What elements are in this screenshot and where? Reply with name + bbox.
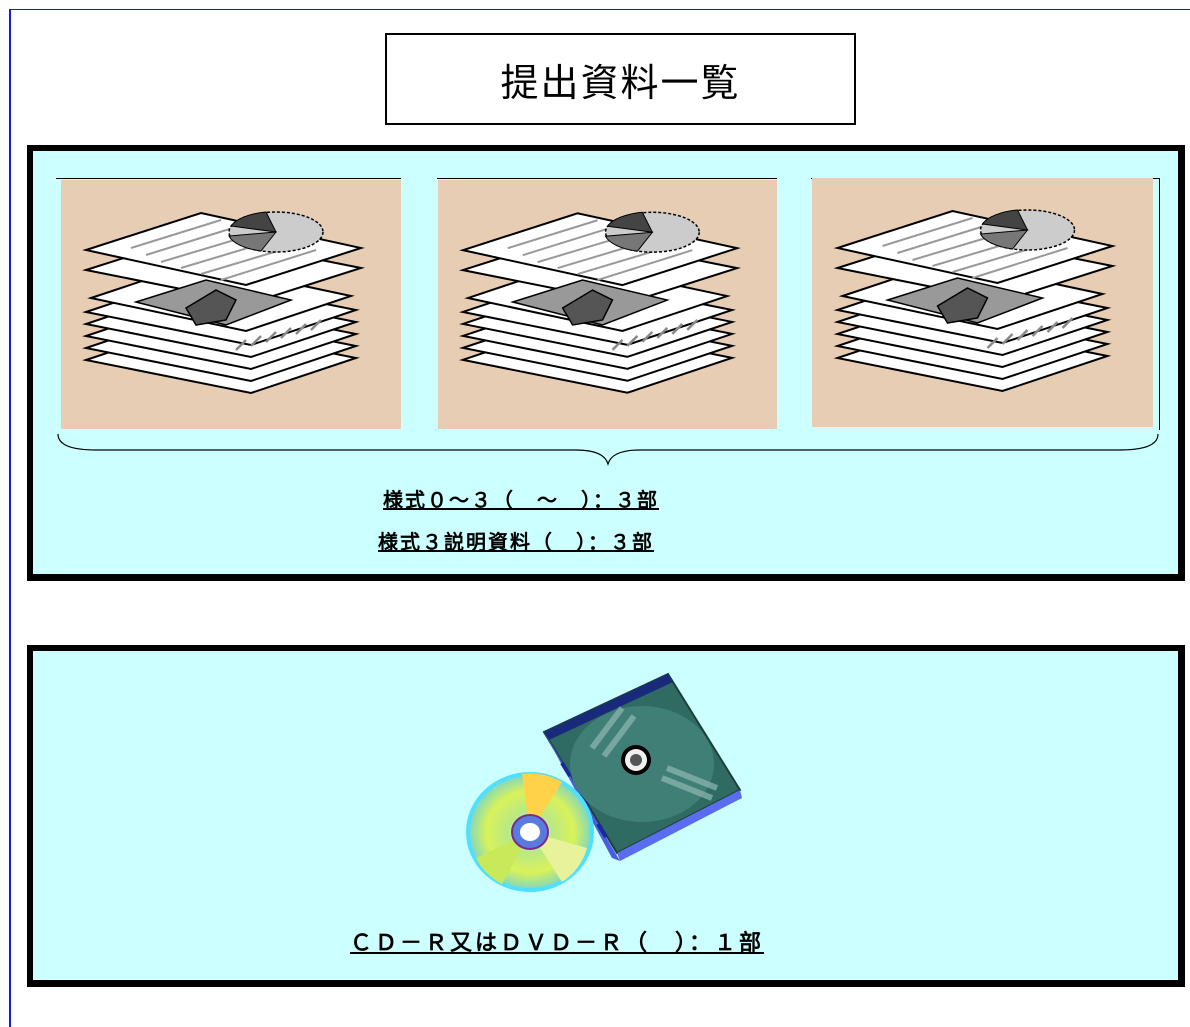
grouping-brace bbox=[57, 433, 1159, 467]
page-frame-left bbox=[9, 9, 11, 1027]
doc-image-2-topline bbox=[437, 178, 777, 179]
title-box: 提出資料一覧 bbox=[385, 33, 856, 125]
cd-disc-icon bbox=[466, 772, 594, 892]
documents-caption-line2: 様式３説明資料（ ）：３部 bbox=[378, 530, 654, 554]
doc-image-3 bbox=[812, 178, 1153, 427]
doc-image-3-sideline bbox=[1159, 178, 1160, 430]
document-stack-icon bbox=[833, 209, 1117, 393]
document-stack-icon bbox=[82, 211, 365, 395]
page-title: 提出資料一覧 bbox=[500, 60, 741, 105]
doc-image-1 bbox=[61, 180, 401, 429]
document-stack-icon bbox=[458, 211, 742, 394]
doc-image-2 bbox=[438, 180, 777, 429]
pie-chart-icon bbox=[979, 209, 1076, 251]
cd-media-illustration bbox=[466, 672, 742, 892]
documents-caption-line1: 様式０～３（ ～ ）：３部 bbox=[383, 488, 659, 512]
media-caption: ＣＤ－Ｒ又はＤＶＤ－Ｒ（ ）：１部 bbox=[350, 931, 765, 956]
pie-chart-icon bbox=[604, 211, 700, 253]
pie-chart-icon bbox=[228, 211, 324, 253]
cd-case-icon bbox=[542, 672, 742, 861]
page-frame-top bbox=[9, 9, 1190, 10]
doc-image-1-topline bbox=[56, 178, 401, 179]
